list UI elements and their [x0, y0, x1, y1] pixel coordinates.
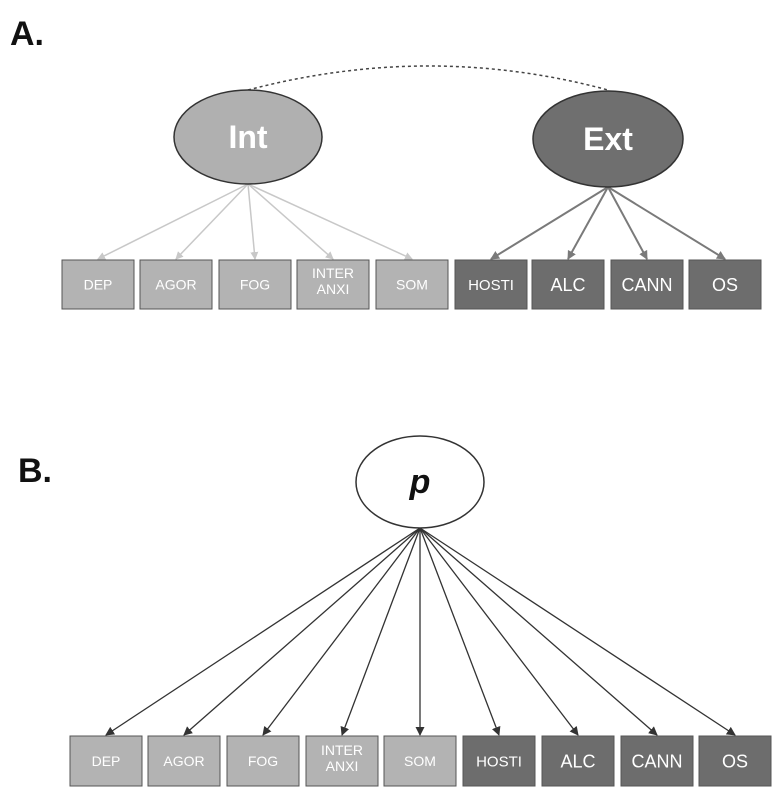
panel-b-label: B. [18, 452, 52, 490]
factor-ellipse [173, 89, 323, 185]
loading-arrow-ext-alc [567, 186, 609, 260]
panel-a-factors: Int Ext [173, 89, 684, 188]
indicator-label: ANXI [317, 281, 350, 297]
indicator-box-hosti: HOSTI [454, 259, 528, 310]
loading-arrow-ext-cann [607, 186, 648, 260]
indicator-rect [375, 259, 449, 310]
loading-arrow-p-dep [105, 527, 421, 736]
loading-arrow-int-fog [247, 183, 259, 260]
indicator-box-os: OS [688, 259, 762, 310]
indicator-label: AGOR [163, 753, 204, 769]
latent-factor-ext: Ext [532, 90, 684, 188]
indicator-label: ALC [550, 275, 585, 295]
indicator-rect [541, 735, 615, 787]
indicator-label: HOSTI [476, 753, 522, 770]
indicator-box-alc: ALC [541, 735, 615, 787]
indicator-rect [688, 259, 762, 310]
panel-b-loadings [105, 527, 736, 736]
latent-factor-p: p [355, 435, 485, 529]
indicator-label: DEP [84, 277, 113, 293]
indicator-label: SOM [404, 753, 436, 769]
panel-a-loadings [97, 183, 726, 260]
indicator-label: FOG [240, 277, 270, 293]
factor-ellipse [355, 435, 485, 529]
loading-arrow-p-agor [183, 527, 421, 736]
indicator-label: CANN [621, 275, 672, 295]
panel-b-factor: p [355, 435, 485, 529]
indicator-label: HOSTI [468, 277, 514, 294]
indicator-box-dep: DEP [61, 259, 135, 310]
indicator-box-cann: CANN [620, 735, 694, 787]
factor-ellipse [532, 90, 684, 188]
indicator-box-fog: FOG [226, 735, 300, 787]
loading-arrow-int-som [247, 183, 413, 260]
indicator-rect [69, 735, 143, 787]
indicator-label: SOM [396, 277, 428, 293]
indicator-rect [139, 259, 213, 310]
indicator-label: ALC [560, 751, 595, 771]
indicator-box-agor: AGOR [139, 259, 213, 310]
indicator-rect [305, 735, 379, 787]
indicator-box-cann: CANN [610, 259, 684, 310]
indicator-box-som: SOM [375, 259, 449, 310]
indicator-box-fog: FOG [218, 259, 292, 310]
indicator-label: INTER [321, 742, 363, 758]
loading-arrow-p-os [419, 527, 736, 736]
indicator-label: ANXI [326, 758, 359, 774]
indicator-label: OS [712, 275, 738, 295]
loading-arrow-int-agor [175, 183, 249, 260]
loading-arrow-p-cann [419, 527, 658, 736]
indicator-rect [218, 259, 292, 310]
loading-arrow-ext-hosti [490, 186, 609, 260]
loading-arrow-p-alc [419, 527, 579, 736]
indicator-rect [610, 259, 684, 310]
loading-arrow-p-inter-anxi [340, 527, 421, 736]
indicator-rect [226, 735, 300, 787]
indicator-label: CANN [631, 751, 682, 771]
loading-arrow-p-fog [262, 527, 421, 736]
factor-label: p [409, 463, 431, 501]
indicator-label: FOG [248, 753, 278, 769]
indicator-box-dep: DEP [69, 735, 143, 787]
indicator-rect [454, 259, 528, 310]
indicator-rect [620, 735, 694, 787]
indicator-box-hosti: HOSTI [462, 735, 536, 787]
indicator-rect [147, 735, 221, 787]
indicator-rect [462, 735, 536, 787]
latent-factor-int: Int [173, 89, 323, 185]
factor-label: Int [228, 119, 267, 155]
indicator-rect [698, 735, 772, 787]
indicator-rect [531, 259, 605, 310]
indicator-label: OS [722, 751, 748, 771]
loading-arrow-int-dep [97, 183, 249, 260]
indicator-label: INTER [312, 265, 354, 281]
indicator-box-alc: ALC [531, 259, 605, 310]
panel-a-label: A. [10, 15, 44, 53]
factor-covariance-curve [247, 65, 609, 91]
indicator-rect [61, 259, 135, 310]
indicator-label: DEP [92, 753, 121, 769]
indicator-box-agor: AGOR [147, 735, 221, 787]
indicator-rect [296, 259, 370, 310]
indicator-rect [383, 735, 457, 787]
loading-arrow-int-inter-anxi [247, 183, 334, 260]
indicator-label: AGOR [155, 277, 196, 293]
loading-arrow-ext-os [607, 186, 726, 260]
indicator-box-os: OS [698, 735, 772, 787]
factor-label: Ext [583, 121, 633, 157]
indicator-box-som: SOM [383, 735, 457, 787]
loading-arrow-p-hosti [419, 527, 501, 736]
